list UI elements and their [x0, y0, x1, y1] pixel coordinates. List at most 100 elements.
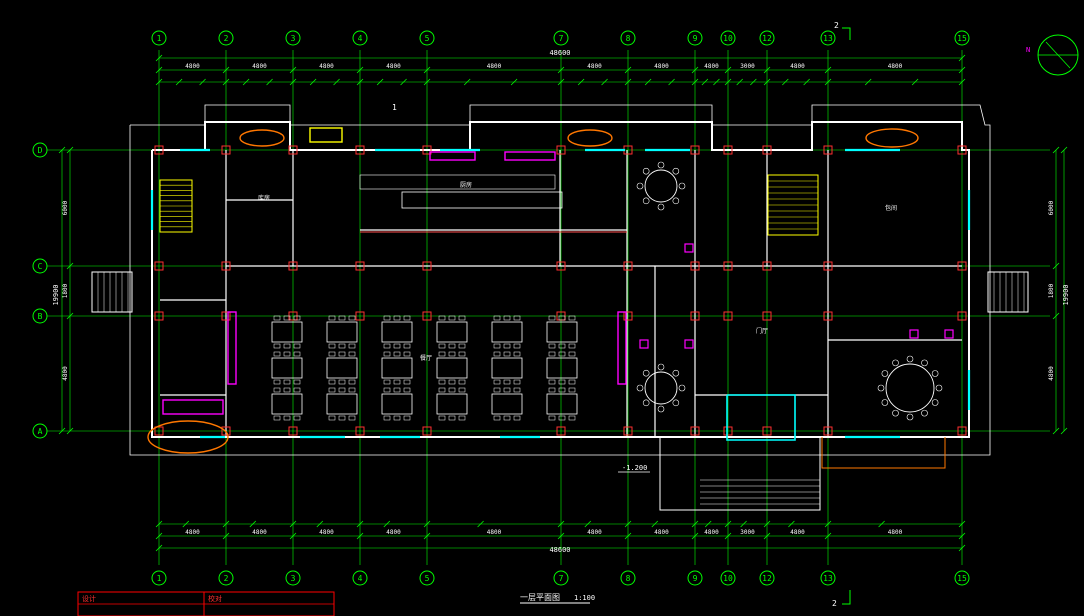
column-8-2 [723, 311, 733, 321]
overall-dim-top: 48600 [549, 49, 570, 57]
dim-detail-top-tick-6 [289, 78, 297, 86]
axis-bubble-7-top [553, 30, 569, 46]
axis-bubble-3-bottom [285, 570, 301, 586]
chair-bot-1-1-2 [348, 379, 356, 385]
dim-bays-top-label-8: 3000 [740, 63, 755, 70]
dim-detail-top-tick-8 [333, 78, 340, 86]
dim-detail-top-tick-23 [713, 78, 720, 86]
chair-top-5-0-1 [558, 315, 566, 321]
dim-depth-left-tick-0 [66, 146, 74, 154]
dim-depth-left-tick-3 [66, 427, 74, 435]
chair-top-5-2-1 [558, 387, 566, 393]
dim-detail-bottom-tick-16 [724, 520, 732, 528]
column-0-0 [154, 145, 164, 155]
chair-bot-0-1-1 [283, 379, 291, 385]
dim-detail-top-tick-15 [557, 78, 565, 86]
chair-top-3-1-2 [458, 351, 466, 357]
chair-top-4-2-2 [513, 387, 521, 393]
axis-bubble-12-top [759, 30, 775, 46]
dim-detail-bottom-tick-21 [878, 520, 885, 528]
axis-label-5-top: 5 [425, 34, 430, 43]
dim-detail-top-tick-22 [701, 78, 709, 86]
dim-detail-bottom-tick-22 [958, 520, 966, 528]
dim-detail-top-tick-27 [763, 78, 771, 86]
axis-label-2-top: 2 [224, 34, 229, 43]
axis-label-15-bottom: 15 [957, 574, 967, 583]
column-9-0 [762, 145, 772, 155]
column-1-0 [221, 145, 231, 155]
chair-top-0-1-2 [293, 351, 301, 357]
axis-bubble-1-top [151, 30, 167, 46]
chair-bot-4-0-0 [493, 343, 501, 349]
chair-top-1-0-2 [348, 315, 356, 321]
axis-label-9-top: 9 [693, 34, 698, 43]
dim-bays-top-tick-10 [824, 66, 832, 74]
chair-top-2-1-1 [393, 351, 401, 357]
chair-bot-5-2-2 [568, 415, 576, 421]
axis-bubble-10-top [720, 30, 736, 46]
dim-detail-top-tick-32 [911, 78, 919, 86]
kitchen-counter [401, 191, 563, 209]
axis-bubble-3-top [285, 30, 301, 46]
round-chair-2-6 [877, 384, 885, 392]
section-mark-bottom: 2 [832, 599, 837, 608]
dining-table-1-0 [326, 321, 358, 343]
chair-bot-4-2-2 [513, 415, 521, 421]
column-7-0 [690, 145, 700, 155]
chair-bot-4-1-0 [493, 379, 501, 385]
round-chair-0-5 [642, 167, 650, 175]
column-4-0 [422, 145, 432, 155]
dim-overall-bottom-tick-0 [155, 544, 163, 552]
dim-bays-bottom-tick-2 [289, 532, 297, 540]
round-chair-2-4 [892, 409, 899, 417]
axis-bubble-8-top [620, 30, 636, 46]
dim-bays-bottom-label-0: 4800 [185, 529, 200, 536]
dim-bays-top-label-6: 4800 [654, 63, 669, 70]
outer-wall [151, 121, 970, 438]
axis-bubble-1-bottom [151, 570, 167, 586]
dim-overall-right-tick-1 [1060, 427, 1068, 435]
chair-top-0-1-0 [273, 351, 281, 357]
axis-label-10-bottom: 10 [723, 574, 733, 583]
column-8-3 [723, 426, 733, 436]
dim-detail-top-tick-2 [199, 78, 206, 86]
chair-bot-0-0-0 [273, 343, 281, 349]
review-markup-0 [239, 129, 285, 147]
dining-table-5-1 [546, 357, 578, 379]
dining-tables [271, 161, 943, 421]
round-chair-1-4 [636, 384, 644, 392]
column-1-3 [221, 426, 231, 436]
axis-bubble-D-left [32, 142, 48, 158]
chair-bot-2-2-1 [393, 415, 401, 421]
dim-detail-top-tick-13 [463, 78, 471, 86]
axis-label-12-bottom: 12 [762, 574, 772, 583]
dim-detail-top-tick-4 [242, 78, 250, 86]
dining-table-3-1 [436, 357, 468, 379]
round-chair-1-6 [657, 363, 665, 371]
dim-bays-top-label-7: 4800 [704, 63, 719, 70]
column-6-1 [623, 261, 633, 271]
axis-label-3-bottom: 3 [291, 574, 296, 583]
column-7-1 [690, 261, 700, 271]
axis-bubble-4-bottom [352, 570, 368, 586]
chair-top-2-0-1 [393, 315, 401, 321]
column-11-0 [957, 145, 967, 155]
dim-detail-top-tick-12 [423, 78, 431, 86]
dim-bays-top-tick-5 [557, 66, 565, 74]
chair-bot-5-1-0 [548, 379, 556, 385]
dim-detail-top-tick-24 [724, 78, 732, 86]
column-9-2 [762, 311, 772, 321]
chair-top-3-1-1 [448, 351, 456, 357]
dim-bays-bottom-label-6: 4800 [654, 529, 669, 536]
chair-top-0-2-0 [273, 387, 281, 393]
axis-label-15-top: 15 [957, 34, 967, 43]
round-chair-2-0 [935, 384, 943, 392]
dim-detail-top-tick-30 [824, 78, 832, 86]
fixtures [147, 27, 954, 605]
dim-overall-left-tick-1 [58, 427, 66, 435]
axis-label-C-left: C [38, 262, 43, 271]
dining-table-1-2 [326, 393, 358, 415]
axis-bubble-A-left [32, 423, 48, 439]
chair-bot-4-1-2 [513, 379, 521, 385]
